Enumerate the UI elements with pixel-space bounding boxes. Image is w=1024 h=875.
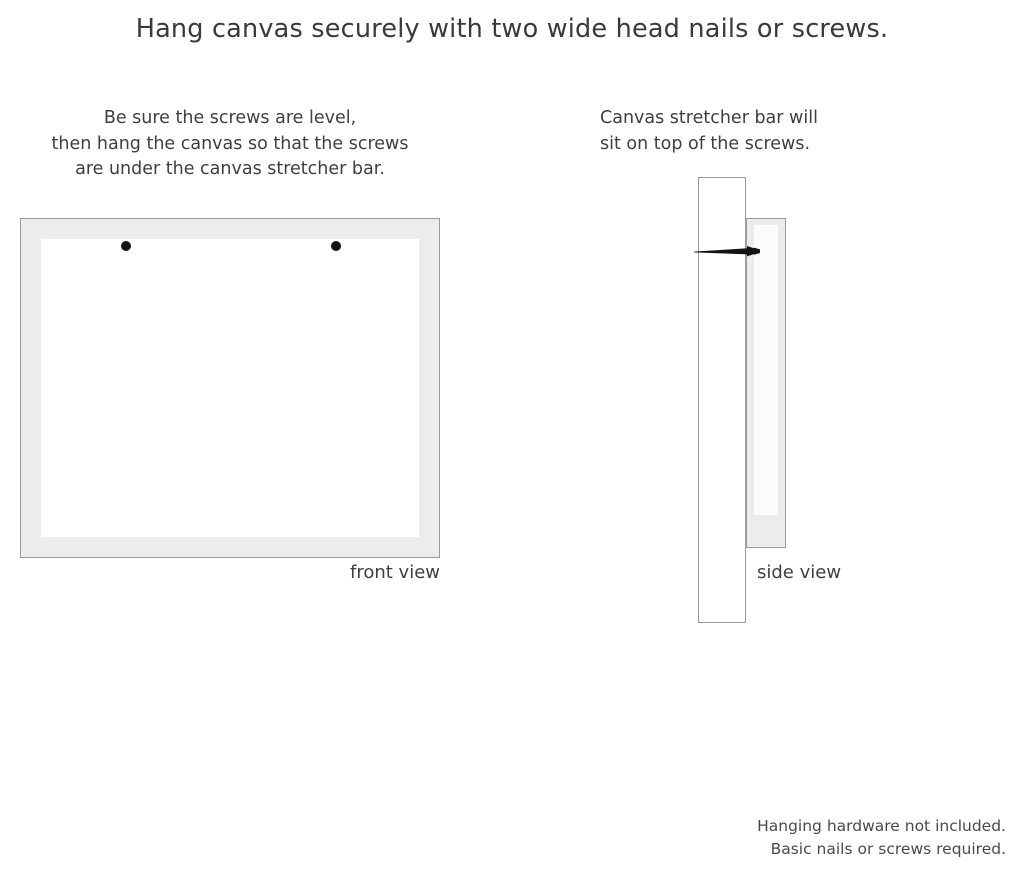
side-caption-line-1: Canvas stretcher bar will xyxy=(600,108,818,128)
side-view-caption: Canvas stretcher bar will sit on top of … xyxy=(600,106,818,157)
screw-side-icon xyxy=(694,246,760,257)
canvas-face-front xyxy=(41,239,419,537)
front-caption-line-3: are under the canvas stretcher bar. xyxy=(75,159,385,179)
front-view-caption: Be sure the screws are level, then hang … xyxy=(20,106,440,183)
page-title: Hang canvas securely with two wide head … xyxy=(135,14,889,44)
side-caption-line-2: sit on top of the screws. xyxy=(600,133,811,154)
canvas-frame-front xyxy=(20,218,440,558)
front-caption-line-2: then hang the canvas so that the screws xyxy=(51,133,409,154)
front-view-illustration xyxy=(20,218,440,558)
side-view-label: side view xyxy=(757,562,842,583)
footer-note: Hanging hardware not included. Basic nai… xyxy=(757,815,1006,861)
canvas-face-side xyxy=(754,225,778,515)
screw-head-right-icon xyxy=(331,241,341,251)
front-view-label: front view xyxy=(350,562,440,583)
footer-line-2: Basic nails or screws required. xyxy=(770,840,1006,858)
front-caption-line-1: Be sure the screws are level, xyxy=(103,108,357,128)
canvas-stretcher-bar-side xyxy=(746,218,786,548)
screw-head-left-icon xyxy=(121,241,131,251)
side-view-illustration xyxy=(690,170,890,640)
footer-line-1: Hanging hardware not included. xyxy=(757,817,1006,835)
